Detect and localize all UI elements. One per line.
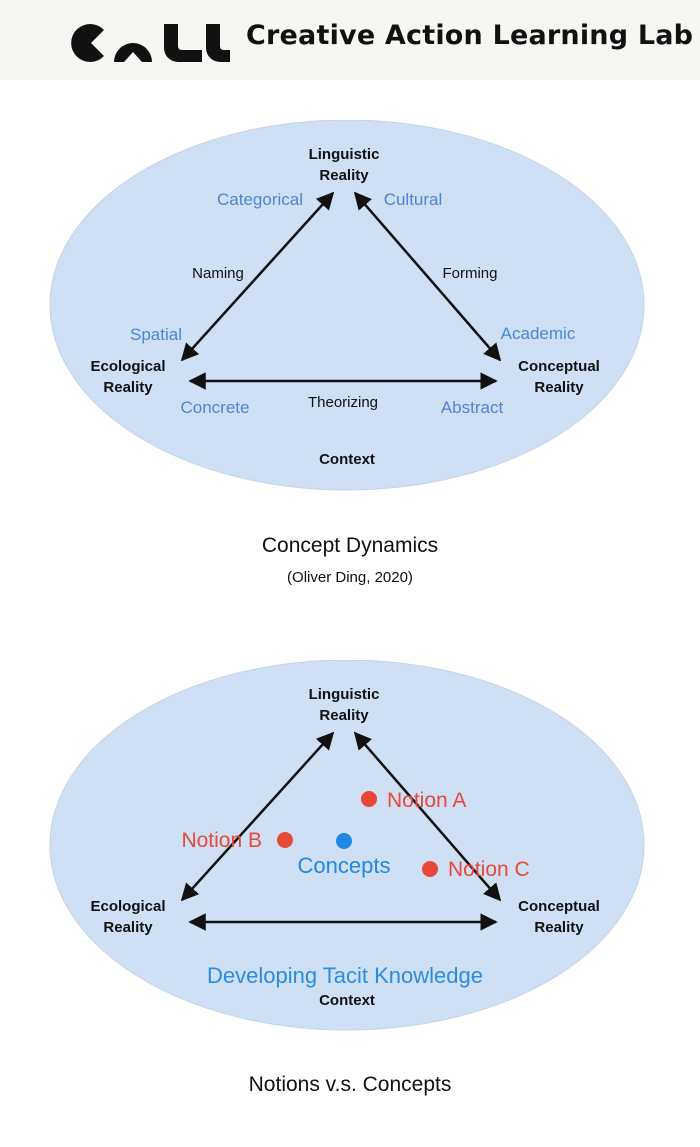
aspect-academic: Academic	[501, 324, 576, 343]
notion-c-label: Notion C	[448, 858, 530, 881]
aspect-concrete: Concrete	[181, 398, 250, 417]
tacit-knowledge-label: Developing Tacit Knowledge	[207, 963, 483, 988]
aspect-spatial: Spatial	[130, 325, 182, 344]
linguistic-conceptual-arrow	[353, 731, 502, 902]
ecological-linguistic-arrow	[180, 731, 335, 902]
diagram1-credit: (Oliver Ding, 2020)	[287, 569, 413, 586]
notions-concepts-diagram: Linguistic Reality Ecological Reality Co…	[49, 660, 645, 1031]
node-conceptual-line1: Conceptual	[518, 898, 600, 915]
notion-a-dot	[361, 791, 377, 807]
naming-arrow	[180, 191, 335, 362]
edge-naming: Naming	[192, 265, 244, 282]
concepts-dot	[336, 833, 352, 849]
node-linguistic-line1: Linguistic	[309, 686, 380, 703]
node-linguistic-line1: Linguistic	[309, 146, 380, 163]
node-ecological-line2: Reality	[103, 919, 153, 936]
aspect-cultural: Cultural	[384, 190, 443, 209]
aspect-abstract: Abstract	[441, 398, 504, 417]
node-conceptual-line2: Reality	[534, 379, 584, 396]
concepts-label: Concepts	[298, 853, 391, 878]
notion-a-label: Notion A	[387, 789, 466, 812]
aspect-categorical: Categorical	[217, 190, 303, 209]
edge-theorizing: Theorizing	[308, 394, 378, 411]
lab-name: Creative Action Learning Lab	[246, 20, 694, 51]
node-linguistic-line2: Reality	[319, 707, 369, 724]
concept-dynamics-diagram: Linguistic Reality Ecological Reality Co…	[49, 120, 645, 491]
node-ecological-line1: Ecological	[90, 358, 165, 375]
node-conceptual-line2: Reality	[534, 919, 584, 936]
node-ecological-line2: Reality	[103, 379, 153, 396]
call-logo-icon	[71, 24, 230, 62]
node-conceptual-line1: Conceptual	[518, 358, 600, 375]
diagram1-title: Concept Dynamics	[261, 534, 439, 557]
forming-arrow	[353, 191, 502, 362]
node-ecological-line1: Ecological	[90, 898, 165, 915]
context-label: Context	[319, 992, 375, 1009]
notion-c-dot	[422, 861, 438, 877]
edge-forming: Forming	[442, 265, 497, 282]
header-banner: Creative Action Learning Lab	[0, 0, 700, 80]
diagram2-title: Notions v.s. Concepts	[248, 1073, 452, 1096]
context-label: Context	[319, 451, 375, 468]
notion-b-label: Notion B	[181, 829, 262, 852]
node-linguistic-line2: Reality	[319, 167, 369, 184]
notion-b-dot	[277, 832, 293, 848]
